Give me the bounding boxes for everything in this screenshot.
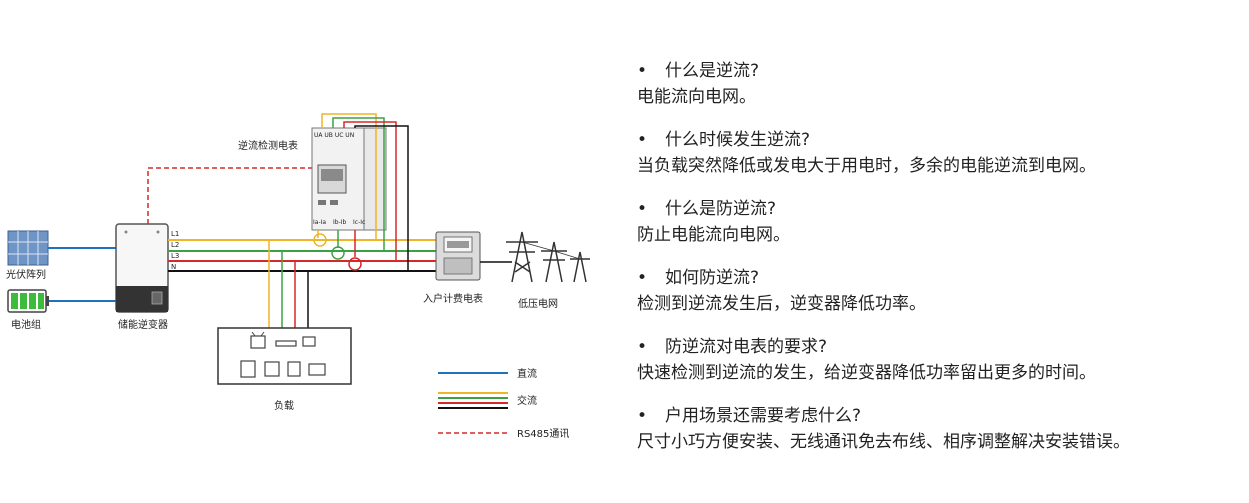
solar-label: 光伏阵列 [6, 268, 46, 281]
bullet-icon: • [637, 268, 648, 288]
anti-backflow-wiring-diagram: 光伏阵列 电池组 储能逆变器 L1 L2 L3 N 逆流检测电表 [6, 113, 590, 440]
voltage-tap-l3 [343, 121, 397, 261]
detection-meter-label: 逆流检测电表 [238, 139, 298, 152]
ct-clamp-a [313, 233, 327, 247]
line-label-n: N [171, 263, 176, 271]
voltage-tap-l2 [332, 117, 385, 251]
line-label-l2: L2 [171, 241, 179, 249]
voltage-tap-n [354, 125, 409, 271]
faq-item: • 什么是逆流? 电能流向电网。 [637, 58, 1242, 110]
bullet-icon: • [637, 199, 648, 219]
voltage-tap-l1 [321, 113, 377, 240]
faq-question: • 户用场景还需要考虑什么? [637, 403, 1242, 429]
faq-question-text: 防逆流对电表的要求? [665, 337, 828, 357]
faq-question: • 如何防逆流? [637, 265, 1242, 291]
faq-item: • 防逆流对电表的要求? 快速检测到逆流的发生，给逆变器降低功率留出更多的时间。 [637, 334, 1242, 386]
load-box [217, 327, 352, 385]
legend-ac-label: 交流 [517, 394, 537, 407]
battery-icon [7, 289, 49, 313]
faq-question: • 什么时候发生逆流? [637, 127, 1242, 153]
meter-terminal-c: Ic-Ic [353, 219, 365, 226]
bullet-icon: • [637, 406, 648, 426]
faq-item: • 什么是防逆流? 防止电能流向电网。 [637, 196, 1242, 248]
faq-item: • 什么时候发生逆流? 当负载突然降低或发电大于用电时，多余的电能逆流到电网。 [637, 127, 1242, 179]
inverter-icon [115, 223, 169, 313]
line-label-l1: L1 [171, 230, 179, 238]
ct-clamp-c [348, 257, 362, 271]
rs485-line [147, 167, 312, 224]
grid-label: 低压电网 [518, 297, 558, 310]
bullet-icon: • [637, 337, 648, 357]
home-meter-label: 入户计费电表 [423, 292, 483, 305]
detection-meter-icon [311, 127, 387, 231]
home-meter-icon [435, 231, 481, 281]
load-label: 负载 [274, 399, 294, 412]
solar-panel-icon [7, 230, 49, 266]
faq-answer: 防止电能流向电网。 [637, 225, 790, 245]
meter-terminal-a: Ia-Ia [313, 219, 326, 226]
line-label-l3: L3 [171, 252, 179, 260]
faq-question-text: 如何防逆流? [665, 268, 760, 288]
faq-answer: 尺寸小巧方便安装、无线通讯免去布线、相序调整解决安装错误。 [637, 432, 1130, 452]
faq-answer: 快速检测到逆流的发生，给逆变器降低功率留出更多的时间。 [637, 363, 1096, 383]
inverter-label: 储能逆变器 [118, 318, 168, 331]
meter-top-terminals: UA UB UC UN [314, 132, 354, 139]
faq-item: • 户用场景还需要考虑什么? 尺寸小巧方便安装、无线通讯免去布线、相序调整解决安装错… [637, 403, 1242, 455]
battery-label: 电池组 [11, 318, 41, 331]
ct-clamp-b [331, 246, 345, 260]
bullet-icon: • [637, 61, 648, 81]
faq-question: • 什么是逆流? [637, 58, 1242, 84]
legend-rs485-label: RS485通讯 [517, 428, 569, 440]
faq-question-text: 户用场景还需要考虑什么? [665, 406, 862, 426]
meter-terminal-b: Ib-Ib [333, 219, 347, 226]
faq-answer: 当负载突然降低或发电大于用电时，多余的电能逆流到电网。 [637, 156, 1096, 176]
faq-question: • 防逆流对电表的要求? [637, 334, 1242, 360]
faq-answer: 电能流向电网。 [637, 87, 756, 107]
faq-item: • 如何防逆流? 检测到逆流发生后，逆变器降低功率。 [637, 265, 1242, 317]
faq-question-text: 什么时候发生逆流? [665, 130, 811, 150]
faq-answer: 检测到逆流发生后，逆变器降低功率。 [637, 294, 926, 314]
power-tower-icon [506, 231, 590, 283]
legend-dc-label: 直流 [517, 367, 537, 380]
bullet-icon: • [637, 130, 648, 150]
faq-list: • 什么是逆流? 电能流向电网。 • 什么时候发生逆流? 当负载突然降低或发电大于用电时，… [637, 58, 1242, 472]
faq-question: • 什么是防逆流? [637, 196, 1242, 222]
faq-question-text: 什么是防逆流? [665, 199, 777, 219]
faq-question-text: 什么是逆流? [665, 61, 760, 81]
